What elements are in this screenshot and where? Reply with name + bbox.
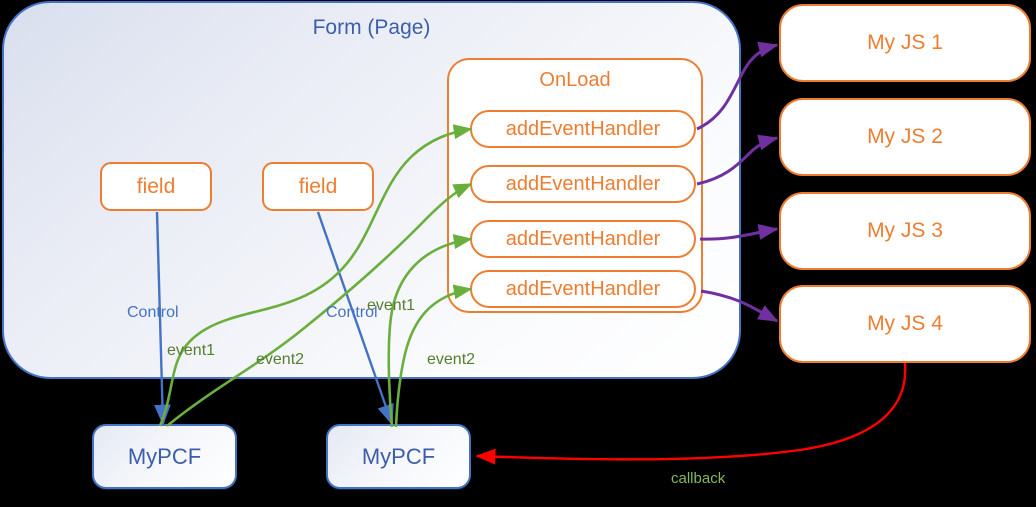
add-event-handler-3-label: addEventHandler (505, 227, 661, 250)
my-js-1-box: My JS 1 (779, 4, 1031, 82)
edge-label-control-right: Control (326, 304, 378, 321)
mypcf-2-label: MyPCF (361, 443, 436, 469)
my-js-1-label: My JS 1 (867, 31, 943, 54)
edge-label-event2-right: event2 (427, 351, 476, 368)
mypcf-1-label: MyPCF (127, 443, 202, 469)
mypcf-box-1: MyPCF (92, 424, 237, 489)
my-js-2-label: My JS 2 (867, 125, 943, 148)
add-event-handler-box-4: addEventHandler (470, 270, 696, 308)
field-box-1: field (100, 162, 212, 211)
edge-label-event1-right: event1 (367, 297, 416, 314)
edge-label-callback: callback (671, 470, 726, 487)
edge-label-control-left: Control (127, 304, 179, 321)
edge-label-event1-left: event1 (167, 342, 216, 359)
my-js-3-label: My JS 3 (867, 219, 943, 242)
field-1-label: field (136, 174, 176, 198)
add-event-handler-box-1: addEventHandler (470, 110, 696, 148)
my-js-2-box: My JS 2 (779, 98, 1031, 176)
my-js-4-box: My JS 4 (779, 285, 1031, 363)
add-event-handler-box-2: addEventHandler (470, 165, 696, 203)
my-js-3-box: My JS 3 (779, 192, 1031, 270)
mypcf-box-2: MyPCF (326, 424, 471, 489)
add-event-handler-1-label: addEventHandler (505, 117, 661, 140)
add-event-handler-2-label: addEventHandler (505, 172, 661, 195)
field-box-2: field (262, 162, 374, 211)
my-js-4-label: My JS 4 (867, 312, 943, 335)
add-event-handler-4-label: addEventHandler (505, 277, 661, 300)
add-event-handler-box-3: addEventHandler (470, 220, 696, 258)
form-page-title: Form (Page) (312, 16, 431, 39)
edge-label-event2-left: event2 (256, 351, 305, 368)
onload-title: OnLoad (539, 69, 611, 91)
field-2-label: field (298, 174, 338, 198)
